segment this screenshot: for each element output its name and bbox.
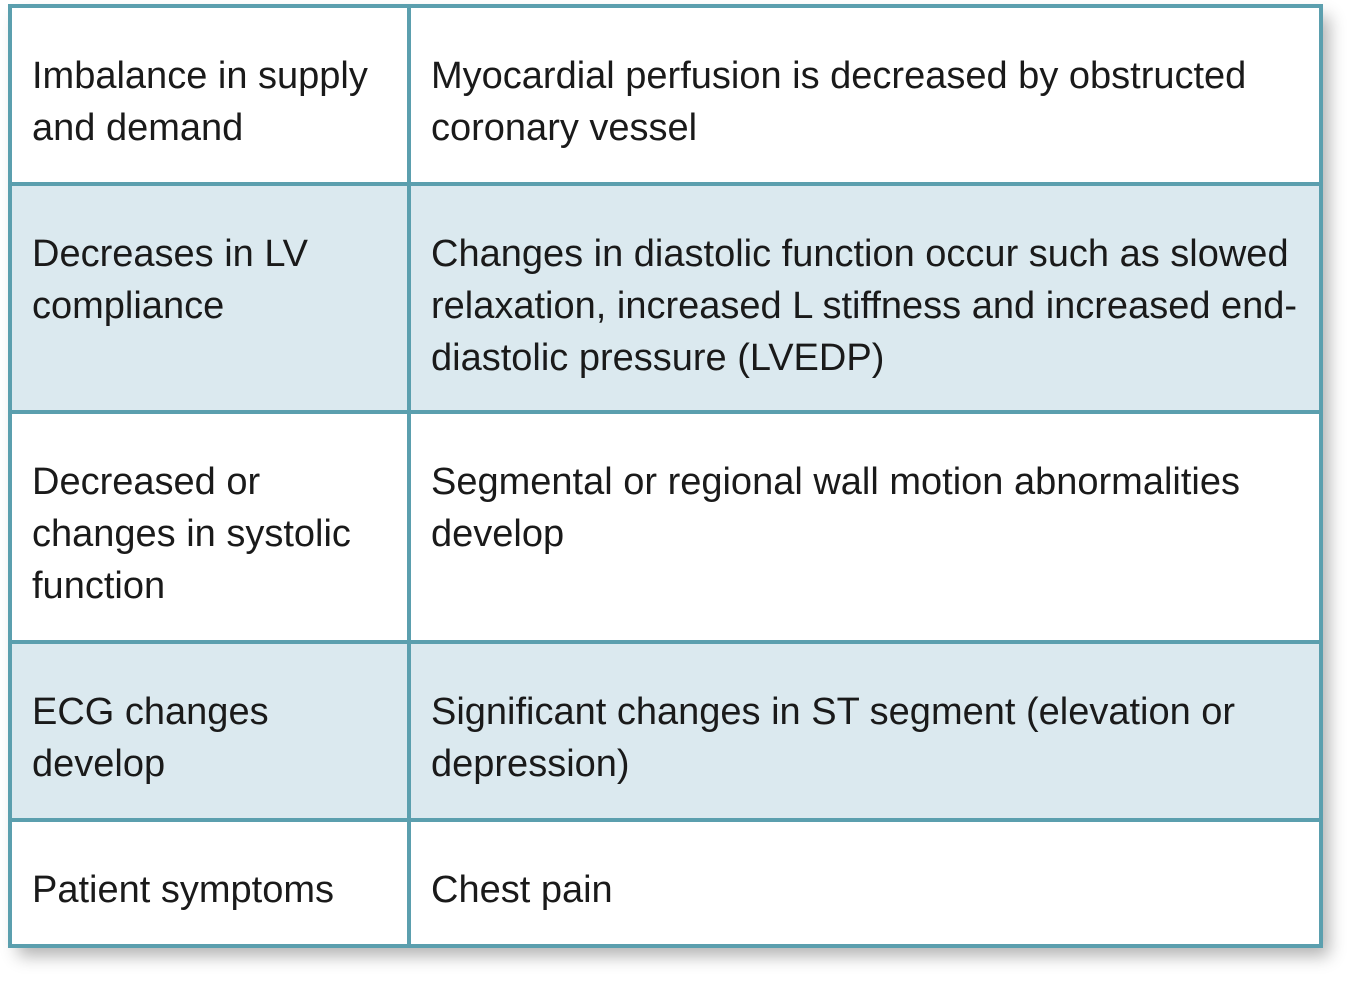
table-row: Decreases in LV compliance Changes in di… xyxy=(8,182,1323,414)
row-label: Decreased or changes in systolic functio… xyxy=(8,410,411,644)
table-row: Decreased or changes in systolic functio… xyxy=(8,410,1323,644)
row-description: Segmental or regional wall motion abnorm… xyxy=(407,410,1323,644)
row-description: Changes in diastolic function occur such… xyxy=(407,182,1323,414)
ischemic-cascade-table: Imbalance in supply and demand Myocardia… xyxy=(8,4,1323,948)
row-label: Decreases in LV compliance xyxy=(8,182,411,414)
row-description: Significant changes in ST segment (eleva… xyxy=(407,640,1323,822)
table-row: Imbalance in supply and demand Myocardia… xyxy=(8,4,1323,186)
table-row: ECG changes develop Significant changes … xyxy=(8,640,1323,822)
row-label: ECG changes develop xyxy=(8,640,411,822)
row-description: Chest pain xyxy=(407,818,1323,948)
row-label: Patient symptoms xyxy=(8,818,411,948)
table: Imbalance in supply and demand Myocardia… xyxy=(8,4,1323,948)
row-label: Imbalance in supply and demand xyxy=(8,4,411,186)
row-description: Myocardial perfusion is decreased by obs… xyxy=(407,4,1323,186)
table-row: Patient symptoms Chest pain xyxy=(8,818,1323,948)
